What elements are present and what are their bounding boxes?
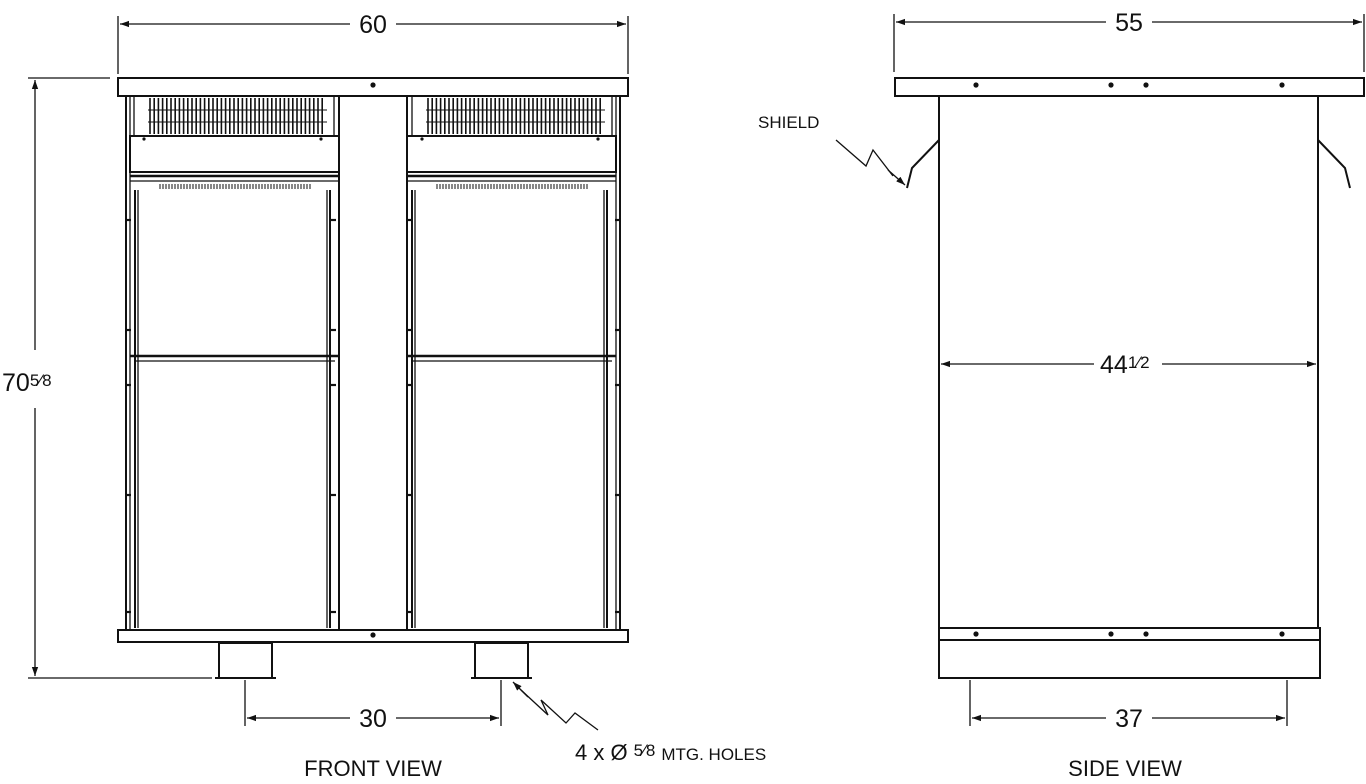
- side-top-plate: [894, 77, 1365, 97]
- dim-side-inner: 441⁄2: [941, 351, 1316, 379]
- foot-spacing-value: 30: [359, 705, 387, 733]
- side-width-value: 55: [1115, 9, 1143, 37]
- front-height-value: 705⁄8: [2, 369, 52, 397]
- side-base: [938, 639, 1321, 679]
- front-left-module: [129, 95, 340, 628]
- dim-foot-spacing: 30: [244, 680, 502, 733]
- post-ticks: [125, 218, 621, 614]
- side-view: 55 SHIELD 441⁄2: [758, 9, 1365, 781]
- side-view-title: SIDE VIEW: [1068, 756, 1182, 781]
- side-body: [938, 95, 1319, 629]
- zigzag-leader-icon: [835, 139, 906, 186]
- front-feet: [215, 642, 532, 679]
- side-inner-value: 441⁄2: [1100, 351, 1150, 379]
- dim-front-height: 705⁄8: [2, 77, 212, 679]
- side-bottom-plate: [938, 627, 1321, 641]
- front-width-value: 60: [359, 11, 387, 39]
- dim-side-width: 55: [893, 9, 1365, 72]
- right-shield: [1317, 139, 1351, 189]
- dim-side-foot-spacing: 37: [969, 680, 1288, 733]
- left-shield: [906, 139, 940, 189]
- front-view: 60 705⁄8: [2, 11, 766, 781]
- dim-front-width: 60: [117, 11, 629, 74]
- zigzag-leader-icon: [512, 681, 599, 731]
- shield-label: SHIELD: [758, 113, 819, 132]
- front-right-module: [406, 95, 617, 628]
- front-view-title: FRONT VIEW: [304, 756, 442, 781]
- side-foot-spacing-value: 37: [1115, 705, 1143, 733]
